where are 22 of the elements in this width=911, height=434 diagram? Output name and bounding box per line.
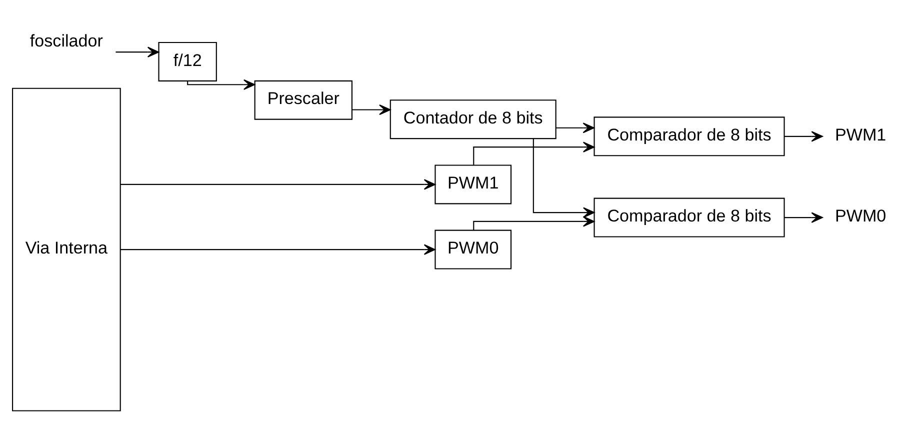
node-text: PWM1 [834,125,886,144]
node-text: foscilador [30,32,103,51]
arrow [120,179,436,190]
arrow [352,104,391,116]
node-text: PWM0 [834,206,886,226]
arrow [116,46,160,58]
node-box: PWM0 [434,230,512,270]
node-box: Via Interna [12,88,121,412]
arrow [187,79,256,90]
node-box: Prescaler [254,80,352,120]
arrow [532,138,595,218]
arrow [473,216,595,230]
node-box: Comparador de 8 bits [594,116,785,156]
arrow [784,131,823,142]
arrow [120,244,436,255]
node-box: f/12 [158,42,217,82]
arrow [556,122,594,134]
node-box: PWM1 [434,164,512,204]
arrow [473,142,595,165]
arrow [784,212,823,223]
node-box: Contador de 8 bits [390,100,556,140]
node-box: Comparador de 8 bits [594,198,785,238]
